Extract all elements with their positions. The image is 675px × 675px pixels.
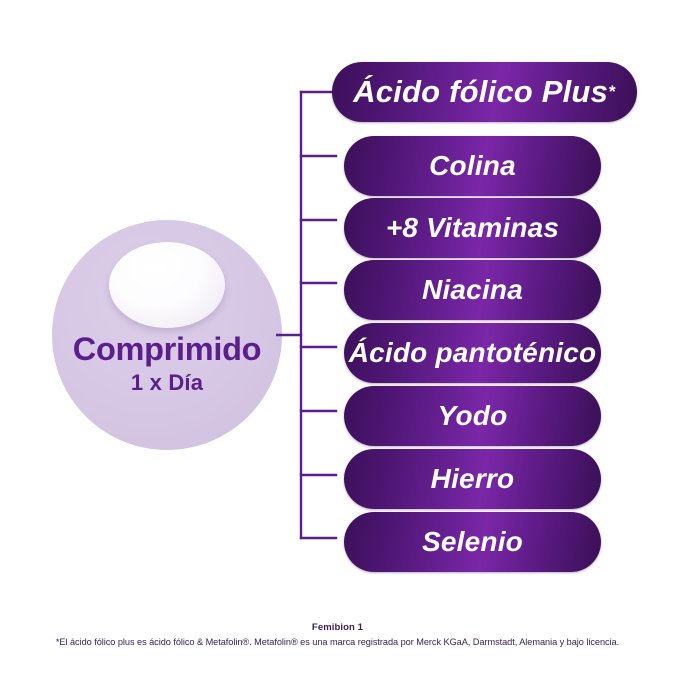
bracket-connector-icon bbox=[276, 90, 338, 540]
pill-item-selenio[interactable]: Selenio bbox=[344, 512, 601, 572]
footer-disclaimer: *El ácido fólico plus es ácido fólico & … bbox=[55, 637, 620, 647]
pill-item-acido-pantotenico[interactable]: Ácido pantoténico bbox=[344, 323, 601, 383]
tablet-circle-group: Comprimido 1 x Día bbox=[52, 220, 282, 450]
pill-label: Ácido fólico Plus bbox=[353, 74, 609, 109]
pill-label: +8 Vitaminas bbox=[385, 212, 560, 243]
pill-label: Colina bbox=[429, 150, 516, 181]
tablet-title: Comprimido bbox=[72, 331, 262, 367]
pill-item-acido-folico-plus[interactable]: Ácido fólico Plus* bbox=[332, 62, 637, 122]
pill-item-vitaminas[interactable]: +8 Vitaminas bbox=[344, 198, 601, 258]
pill-superscript: * bbox=[609, 82, 616, 101]
pill-label: Selenio bbox=[422, 526, 523, 557]
pill-label: Hierro bbox=[430, 463, 515, 494]
pill-label: Ácido pantoténico bbox=[348, 337, 597, 368]
pill-item-colina[interactable]: Colina bbox=[344, 136, 601, 196]
pill-item-yodo[interactable]: Yodo bbox=[344, 386, 601, 446]
pill-label: Niacina bbox=[422, 274, 523, 305]
footer-brand-name: Femibion 1 bbox=[311, 622, 364, 633]
tablet-pill-icon bbox=[109, 242, 225, 328]
pill-item-niacina[interactable]: Niacina bbox=[344, 260, 601, 320]
tablet-caption: Comprimido 1 x Día bbox=[52, 332, 282, 396]
footer: Femibion 1 *El ácido fólico plus es ácid… bbox=[0, 622, 675, 647]
pill-label: Yodo bbox=[437, 400, 508, 431]
tablet-subtitle: 1 x Día bbox=[130, 370, 204, 396]
pill-item-hierro[interactable]: Hierro bbox=[344, 449, 601, 509]
